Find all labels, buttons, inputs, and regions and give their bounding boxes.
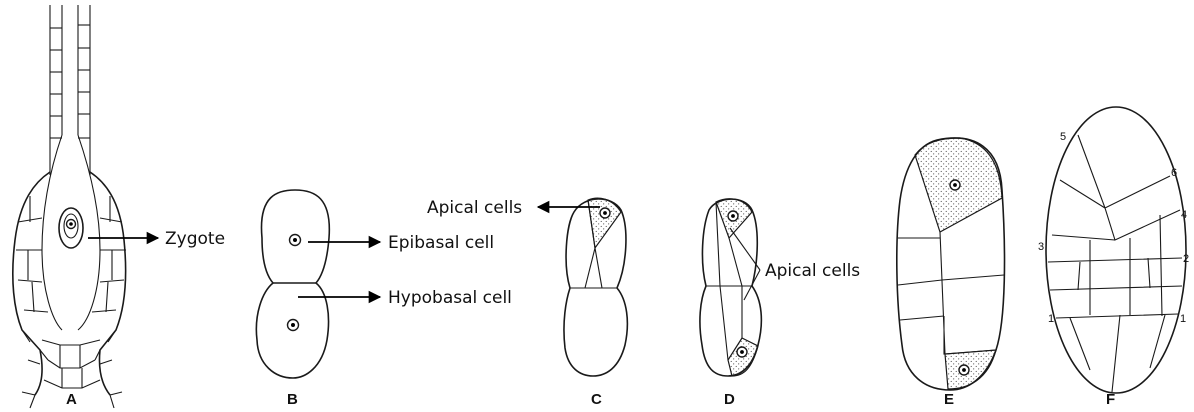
f-number-2: 2 xyxy=(1183,253,1189,265)
panel-label-e: E xyxy=(944,391,954,408)
zygote-label: Zygote xyxy=(165,229,225,249)
apical-d-label: Apical cells xyxy=(765,261,860,281)
two-celled-embryo xyxy=(255,189,331,379)
embryo-stage-e xyxy=(896,137,1006,391)
f-number-1-right: 1 xyxy=(1180,313,1186,325)
f-number-5: 5 xyxy=(1060,131,1066,143)
panel-label-a: A xyxy=(66,391,77,408)
embryo-stage-d xyxy=(699,198,763,377)
epibasal-label: Epibasal cell xyxy=(388,233,494,253)
embryo-stage-c xyxy=(563,197,629,377)
f-number-6: 6 xyxy=(1171,167,1177,179)
panel-label-f: F xyxy=(1106,391,1115,408)
apical-d-pointers xyxy=(729,227,761,301)
hypobasal-label: Hypobasal cell xyxy=(388,288,512,308)
embryo-stage-f xyxy=(1045,106,1187,394)
panel-label-d: D xyxy=(724,391,735,408)
archegonium-drawing xyxy=(11,5,127,409)
panel-label-b: B xyxy=(287,391,298,408)
apical-c-label: Apical cells xyxy=(427,198,522,218)
f-number-4: 4 xyxy=(1181,209,1187,221)
f-number-3: 3 xyxy=(1038,241,1044,253)
f-number-1-left: 1 xyxy=(1048,313,1054,325)
panel-label-c: C xyxy=(591,391,602,408)
